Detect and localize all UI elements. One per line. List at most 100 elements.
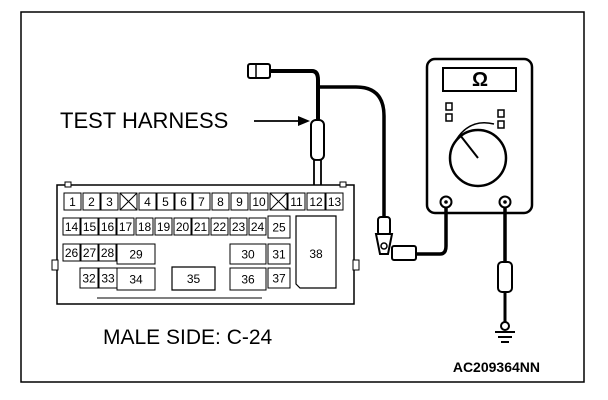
multimeter: Ω xyxy=(425,57,534,215)
pin-cavity xyxy=(174,192,193,211)
pin-number-33: 33 xyxy=(101,272,115,286)
pin-number-1: 1 xyxy=(69,195,76,209)
pin-cavity xyxy=(62,217,81,236)
pin-cavity xyxy=(80,217,99,236)
test-harness-arrow xyxy=(254,116,310,126)
pin-cavity xyxy=(210,217,229,236)
pin-number-19: 19 xyxy=(157,220,171,234)
connector-latch xyxy=(51,259,59,271)
ground-probe xyxy=(497,261,513,293)
pin-cavity xyxy=(63,192,82,211)
pin-cavity xyxy=(82,192,101,211)
pin-cavity xyxy=(62,243,81,262)
pin-cavity xyxy=(100,192,119,211)
pin-cavity xyxy=(211,192,230,211)
pin-cavity xyxy=(230,192,249,211)
harness-probe-tip xyxy=(313,159,322,189)
pin-number-23: 23 xyxy=(232,220,246,234)
range-mark-icon xyxy=(497,109,505,118)
harness-plug xyxy=(247,63,271,79)
pin-cavity xyxy=(192,192,211,211)
figure-frame xyxy=(20,11,585,383)
pin-number-3: 3 xyxy=(106,195,113,209)
pin-number-12: 12 xyxy=(309,195,323,209)
figure-id: AC209364NN xyxy=(453,359,540,375)
pin-number-13: 13 xyxy=(328,195,342,209)
pin-number-5: 5 xyxy=(162,195,169,209)
harness-wire xyxy=(270,69,320,122)
com-jack xyxy=(444,200,448,204)
pin-cavity xyxy=(287,192,306,211)
pin-cavity xyxy=(116,217,135,236)
meter-lead xyxy=(414,207,448,256)
pin-number-9: 9 xyxy=(236,195,243,209)
pin-number-35: 35 xyxy=(187,272,201,286)
pin-cavity xyxy=(267,243,291,265)
ohm-symbol-icon: Ω xyxy=(472,69,488,91)
pin-cavity xyxy=(229,243,267,265)
pin-cavity xyxy=(80,243,99,262)
pin-cavity xyxy=(325,192,344,211)
range-mark-icon xyxy=(445,102,453,111)
pin-number-15: 15 xyxy=(83,220,97,234)
probe-wire xyxy=(316,85,386,218)
connector-caption: MALE SIDE: C-24 xyxy=(103,326,273,349)
ground-terminal xyxy=(500,321,510,331)
pin-cavity xyxy=(154,217,173,236)
pin-number-28: 28 xyxy=(101,246,115,260)
pin-number-25: 25 xyxy=(272,221,286,235)
pin-number-17: 17 xyxy=(119,220,133,234)
pin-cavity xyxy=(138,192,157,211)
pin-cavity xyxy=(229,267,267,291)
pin-number-22: 22 xyxy=(213,220,227,234)
ground-symbol-icon xyxy=(495,331,515,343)
pin-cavity xyxy=(116,267,156,291)
dial-pointer xyxy=(459,134,479,159)
range-mark-icon xyxy=(497,120,505,129)
multimeter-display xyxy=(442,67,517,92)
pin-cavity xyxy=(267,215,291,239)
range-mark-icon xyxy=(445,113,453,122)
pin-cavity xyxy=(116,243,156,265)
pin-cavity xyxy=(229,217,248,236)
pin-number-11: 11 xyxy=(290,195,303,209)
pin-cavity xyxy=(249,192,269,211)
pin-cavity xyxy=(156,192,175,211)
pin-number-38: 38 xyxy=(309,247,323,261)
pin-number-24: 24 xyxy=(251,220,265,234)
pin-number-30: 30 xyxy=(241,248,255,262)
probe-clip xyxy=(374,216,417,261)
pin-number-34: 34 xyxy=(129,273,143,287)
pin-cavity xyxy=(98,243,117,262)
pin-cavity xyxy=(248,217,267,236)
pin-35-cavity xyxy=(171,266,216,291)
pin-number-27: 27 xyxy=(83,246,97,260)
pin-number-21: 21 xyxy=(194,220,208,234)
pin-cavity xyxy=(191,217,210,236)
harness-probe-sleeve xyxy=(310,119,325,161)
pin-number-6: 6 xyxy=(180,195,187,209)
pin-number-7: 7 xyxy=(198,195,205,209)
pin-cavity xyxy=(306,192,326,211)
connector-latch xyxy=(352,259,360,271)
test-harness-label: TEST HARNESS xyxy=(60,108,228,133)
pin-number-16: 16 xyxy=(101,220,115,234)
blank-cavity-x-icon xyxy=(119,192,288,211)
pin-cavity xyxy=(135,217,154,236)
wiring xyxy=(270,69,507,322)
pin-cavity xyxy=(173,217,192,236)
pin-cavity xyxy=(79,267,99,289)
pin-number-37: 37 xyxy=(272,272,286,286)
pin-number-31: 31 xyxy=(272,248,286,262)
pin-number-18: 18 xyxy=(138,220,152,234)
pin-number-26: 26 xyxy=(65,246,79,260)
pin-number-29: 29 xyxy=(129,248,143,262)
pin-number-36: 36 xyxy=(241,273,255,287)
pin-number-20: 20 xyxy=(176,220,190,234)
pin-number-32: 32 xyxy=(82,272,96,286)
pin-number-2: 2 xyxy=(88,195,95,209)
pin-number-8: 8 xyxy=(217,195,224,209)
